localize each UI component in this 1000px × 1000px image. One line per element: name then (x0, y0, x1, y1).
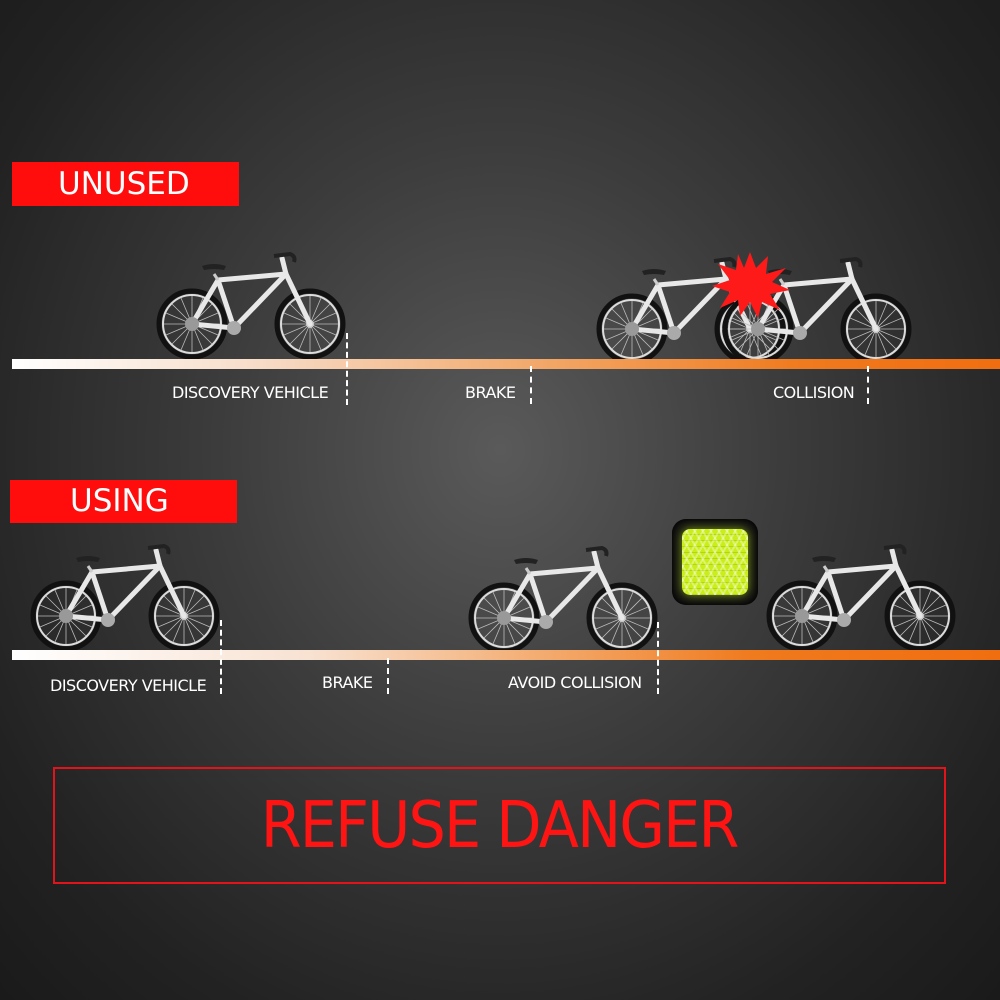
marker-avoid-using (657, 622, 659, 694)
using-tag: USING (10, 480, 237, 523)
bicycle-icon (28, 544, 224, 654)
label-avoid-using: AVOID COLLISION (508, 673, 642, 692)
road-using (12, 650, 1000, 660)
bicycle-icon (466, 546, 662, 656)
marker-collision-unused (867, 366, 869, 404)
label-discovery-unused: DISCOVERY VEHICLE (172, 383, 329, 402)
label-discovery-using: DISCOVERY VEHICLE (50, 676, 207, 695)
label-brake-unused: BRAKE (465, 383, 516, 402)
marker-brake-using (387, 658, 389, 694)
collision-burst-icon (710, 250, 790, 320)
road-unused (12, 359, 1000, 369)
label-collision-unused: COLLISION (773, 383, 855, 402)
danger-banner: REFUSE DANGER (53, 767, 946, 884)
marker-discovery-using (220, 620, 222, 694)
danger-banner-text: REFUSE DANGER (261, 788, 740, 863)
unused-tag: UNUSED (12, 162, 239, 206)
reflector-icon (672, 519, 758, 605)
bicycle-icon (154, 252, 350, 362)
marker-discovery-unused (346, 333, 348, 405)
marker-brake-unused (530, 366, 532, 404)
label-brake-using: BRAKE (322, 673, 373, 692)
bicycle-icon (764, 544, 960, 654)
